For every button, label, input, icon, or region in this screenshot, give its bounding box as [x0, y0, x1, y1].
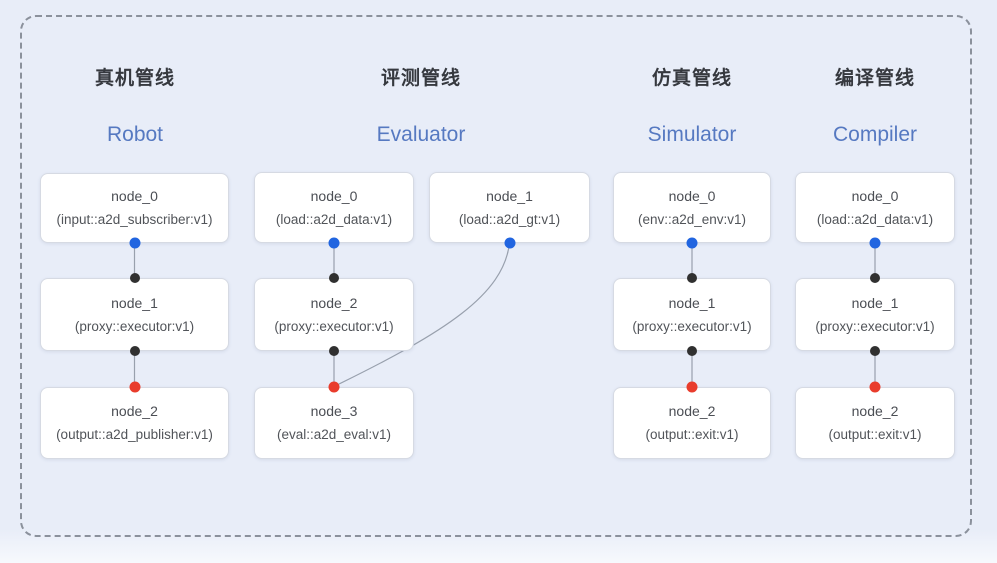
pipeline-title-en-compiler: Compiler [832, 123, 918, 146]
node-type-label: (proxy::executor:v1) [274, 318, 394, 334]
node-box-eval-node1: node_1(load::a2d_gt:v1) [429, 172, 590, 243]
port-dot-black-comp-node1-bottom [870, 346, 880, 356]
port-dot-red-comp-node2-top [869, 381, 881, 393]
pipeline-title-en-robot: Robot [106, 123, 164, 146]
node-name-label: node_1 [668, 294, 716, 311]
pipeline-title-zh-evaluator: 评测管线 [380, 68, 462, 89]
port-dot-blue-sim-node0-bottom [686, 237, 698, 249]
node-name-label: node_2 [310, 294, 358, 311]
node-name-label: node_1 [111, 294, 158, 311]
port-dot-black-robot-node1-bottom [129, 346, 140, 356]
dashed-frame [20, 15, 972, 537]
port-dot-black-sim-node1-bottom [687, 346, 697, 356]
node-name-label: node_2 [668, 403, 716, 419]
node-type-label: (input::a2d_subscriber:v1) [56, 212, 213, 227]
node-box-comp-node2: node_2(output::exit:v1) [795, 387, 955, 459]
node-type-label: (proxy::executor:v1) [74, 318, 195, 334]
node-name-label: node_0 [668, 187, 716, 204]
node-box-eval-node2: node_2(proxy::executor:v1) [254, 278, 414, 351]
edge-eval-node1-to-eval-node3 [336, 242, 511, 386]
pipeline-title-zh-robot: 真机管线 [94, 68, 176, 89]
port-dot-black-eval-node2-bottom [329, 346, 339, 356]
node-type-label: (load::a2d_gt:v1) [458, 211, 561, 227]
node-box-comp-node0: node_0(load::a2d_data:v1) [795, 172, 955, 243]
pipeline-title-zh-compiler: 编译管线 [834, 68, 916, 89]
node-box-robot-node1: node_1(proxy::executor:v1) [40, 278, 229, 351]
node-box-sim-node2: node_2(output::exit:v1) [613, 387, 771, 459]
port-dot-blue-robot-node0-bottom [129, 237, 140, 249]
node-type-label: (env::a2d_env:v1) [637, 211, 747, 227]
port-dot-blue-comp-node0-bottom [869, 237, 881, 249]
port-dot-red-eval-node3-top [328, 381, 340, 393]
node-name-label: node_1 [486, 187, 533, 204]
node-type-label: (output::a2d_publisher:v1) [56, 427, 213, 442]
node-box-eval-node0: node_0(load::a2d_data:v1) [254, 172, 414, 243]
node-type-label: (load::a2d_data:v1) [275, 211, 393, 227]
node-box-sim-node1: node_1(proxy::executor:v1) [613, 278, 771, 351]
port-dot-black-robot-node1-top [129, 273, 140, 283]
node-name-label: node_0 [310, 187, 358, 204]
node-name-label: node_0 [851, 187, 899, 204]
port-dot-black-comp-node1-top [870, 273, 880, 283]
node-type-label: (eval::a2d_eval:v1) [276, 427, 392, 442]
port-dot-black-sim-node1-top [687, 273, 697, 283]
node-box-sim-node0: node_0(env::a2d_env:v1) [613, 172, 771, 243]
port-dot-red-sim-node2-top [686, 381, 698, 393]
node-type-label: (proxy::executor:v1) [815, 318, 935, 334]
node-name-label: node_0 [111, 188, 158, 204]
node-name-label: node_3 [310, 403, 358, 419]
node-box-robot-node2: node_2(output::a2d_publisher:v1) [40, 387, 229, 459]
port-dot-red-robot-node2-top [129, 381, 140, 393]
port-dot-blue-eval-node1-bottom [504, 237, 515, 249]
node-name-label: node_1 [851, 294, 899, 311]
node-type-label: (load::a2d_data:v1) [816, 211, 934, 227]
node-box-eval-node3: node_3(eval::a2d_eval:v1) [254, 387, 414, 459]
pipeline-title-zh-simulator: 仿真管线 [651, 68, 733, 89]
node-box-comp-node1: node_1(proxy::executor:v1) [795, 278, 955, 351]
node-name-label: node_2 [851, 403, 899, 419]
port-dot-black-eval-node2-top [329, 273, 339, 283]
node-type-label: (output::exit:v1) [645, 427, 739, 442]
node-name-label: node_2 [111, 403, 158, 419]
node-type-label: (output::exit:v1) [828, 427, 922, 442]
pipeline-title-en-simulator: Simulator [647, 123, 737, 146]
node-box-robot-node0: node_0(input::a2d_subscriber:v1) [40, 173, 229, 243]
pipeline-title-en-evaluator: Evaluator [376, 123, 466, 146]
node-type-label: (proxy::executor:v1) [632, 318, 752, 334]
port-dot-blue-eval-node0-bottom [328, 237, 340, 249]
